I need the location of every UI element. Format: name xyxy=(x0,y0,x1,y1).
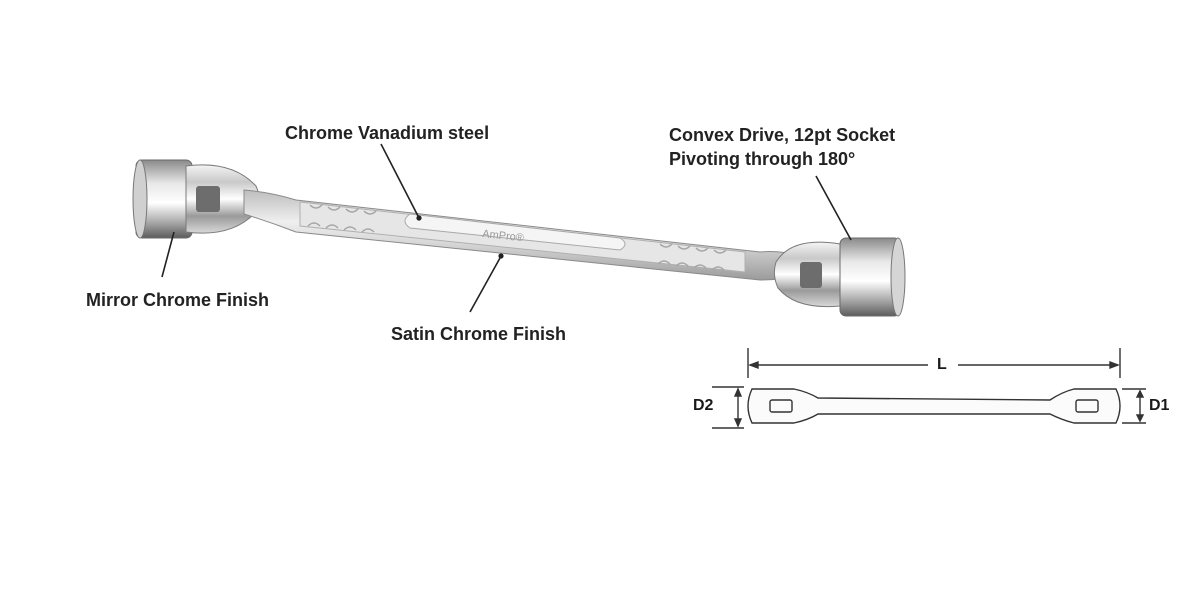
callout-mirror-chrome: Mirror Chrome Finish xyxy=(86,290,270,310)
callout-satin-chrome: Satin Chrome Finish xyxy=(391,324,567,344)
wrench-photo-icon: AmPro® xyxy=(132,159,906,317)
leader-mirror-chrome xyxy=(161,231,175,278)
brand-mark: AmPro® xyxy=(482,228,525,244)
dimension-length-label: L xyxy=(937,356,947,373)
callout-leaders xyxy=(161,143,852,313)
right-socket xyxy=(773,237,906,317)
left-socket xyxy=(132,159,260,239)
callout-chrome-vanadium: Chrome Vanadium steel xyxy=(285,123,490,143)
callout-pivoting: Pivoting through 180° xyxy=(669,149,856,169)
leader-convex-drive xyxy=(815,175,852,241)
dimension-d1-label: D1 xyxy=(1149,397,1170,414)
leader-chrome-vanadium xyxy=(380,143,419,217)
leader-satin-chrome xyxy=(469,257,501,313)
wrench-shaft: AmPro® xyxy=(243,189,801,281)
callout-convex-drive: Convex Drive, 12pt Socket xyxy=(669,125,896,145)
dimension-d2-label: D2 xyxy=(693,397,714,414)
dimension-diagram-icon xyxy=(712,348,1146,429)
